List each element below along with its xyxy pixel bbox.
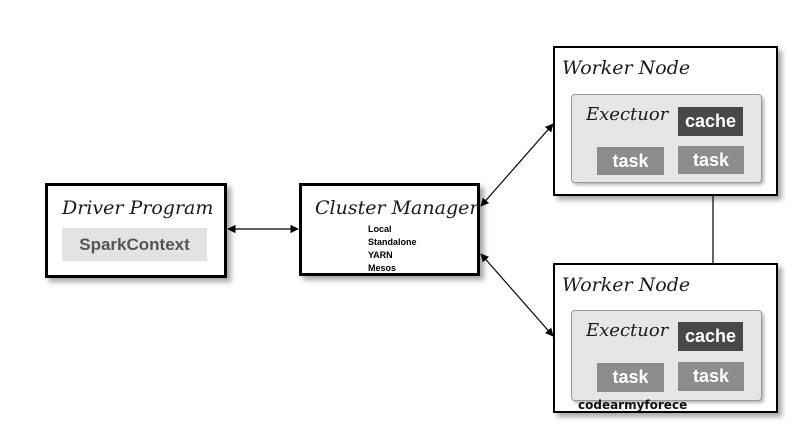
cluster-mode-item: Mesos [368,263,397,273]
arrow-cluster-worker2 [480,253,554,337]
cache-chip: cache [678,107,743,136]
executor-title: Exectuor [586,320,669,341]
cluster-manager-box: Cluster Manager Local Standalone YARN Me… [299,183,480,276]
driver-program-title: Driver Program [62,197,214,219]
task-chip: task [597,147,664,175]
cluster-manager-title: Cluster Manager [315,197,479,219]
worker-node-box: Worker Node Exectuor cache task task cod… [553,263,778,413]
cache-chip: cache [678,322,743,351]
arrow-cluster-worker1 [480,123,554,207]
worker-node-box: Worker Node Exectuor cache task task [553,46,778,196]
cluster-mode-item: YARN [368,250,393,260]
watermark-text: codearmyforece [578,398,688,412]
cluster-mode-item: Standalone [368,237,417,247]
executor-title: Exectuor [586,104,669,125]
worker-node-title: Worker Node [562,57,691,79]
spark-context-chip: SparkContext [62,228,207,261]
task-chip: task [678,362,744,391]
task-chip: task [597,363,664,392]
executor-box: Exectuor cache task task [571,310,762,401]
executor-box: Exectuor cache task task [571,94,762,183]
worker-node-title: Worker Node [562,274,691,296]
driver-program-box: Driver Program SparkContext [45,183,227,278]
cluster-mode-list: Local Standalone YARN Mesos [368,223,417,275]
cluster-mode-item: Local [368,224,392,234]
task-chip: task [678,146,744,174]
